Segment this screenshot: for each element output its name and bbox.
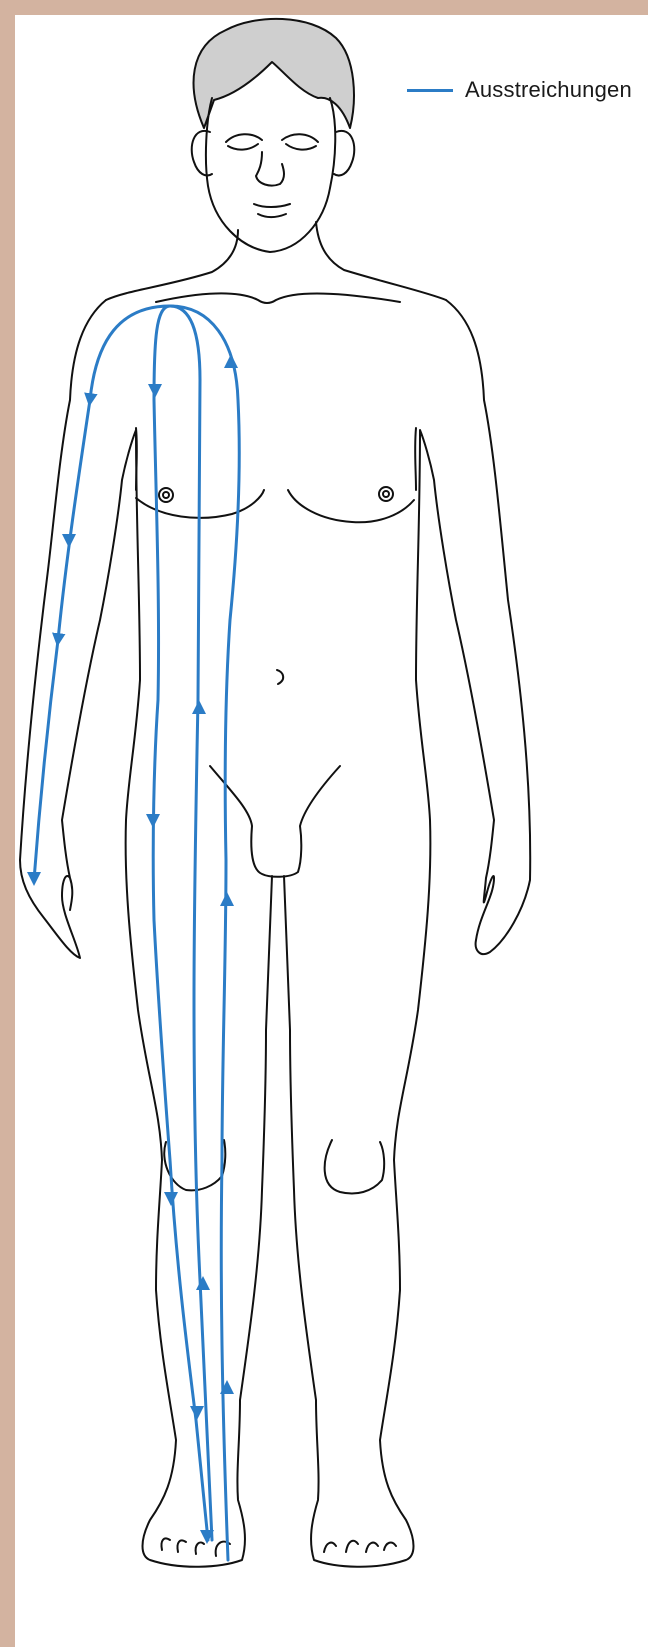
legend-label: Ausstreichungen <box>465 77 632 103</box>
right-foot <box>324 1541 396 1552</box>
right-eye <box>282 134 318 142</box>
right-nipple <box>379 487 393 501</box>
arrow-5 <box>164 1192 178 1206</box>
groin <box>210 766 340 877</box>
arrow-8 <box>224 354 238 368</box>
left-nipple <box>159 488 173 502</box>
right-armpit <box>415 428 416 490</box>
left-foot <box>161 1538 230 1556</box>
mouth <box>254 204 290 207</box>
diagram-panel: Ausstreichungen <box>15 15 648 1647</box>
left-eye <box>226 134 262 142</box>
neck <box>106 230 238 300</box>
collarbones <box>156 293 400 303</box>
legend-swatch <box>407 89 453 92</box>
arrow-2 <box>27 872 41 886</box>
left-ear <box>192 131 212 176</box>
arrow-10 <box>220 892 234 906</box>
arrow-6 <box>190 1406 204 1420</box>
arrow-1 <box>62 534 76 548</box>
hair <box>194 19 354 128</box>
arrow-4 <box>146 814 160 828</box>
left-armpit <box>136 428 137 490</box>
body-outline <box>20 300 530 1567</box>
arrow-9 <box>192 700 206 714</box>
nose <box>256 152 284 186</box>
body-figure <box>15 15 648 1647</box>
arrow-3 <box>148 384 162 398</box>
path-arm-outer <box>34 306 170 880</box>
arrow-11 <box>196 1276 210 1290</box>
path-torso-mid <box>170 306 212 1540</box>
navel <box>277 670 283 684</box>
right-knee <box>325 1140 385 1194</box>
legend: Ausstreichungen <box>407 77 632 103</box>
right-ear <box>334 131 354 176</box>
